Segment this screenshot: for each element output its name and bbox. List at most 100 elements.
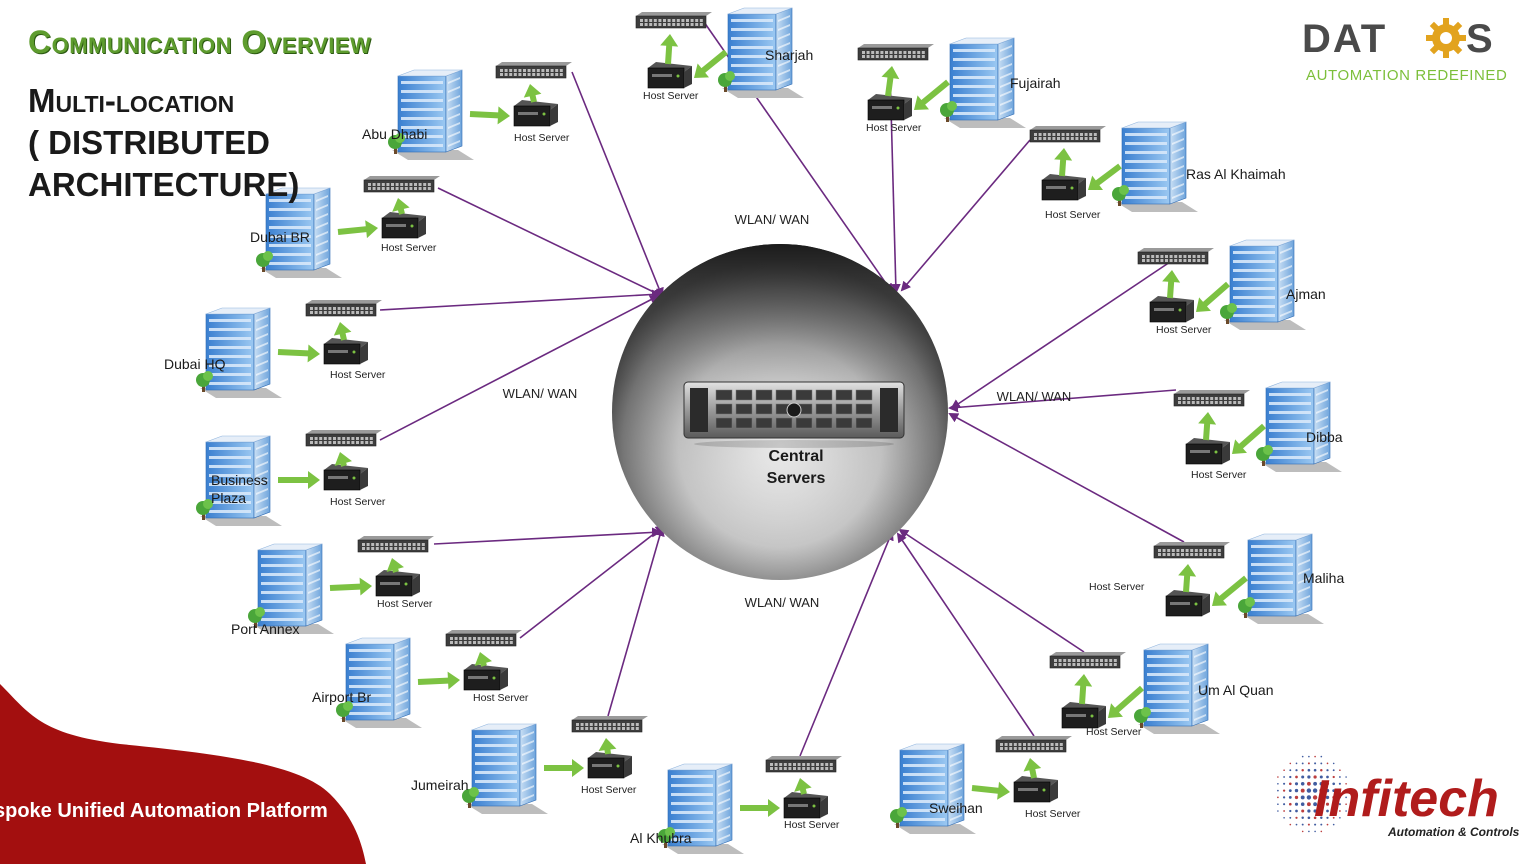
site-name-label: Fujairah	[1010, 75, 1061, 91]
site-name-label: Port Annex	[231, 621, 300, 637]
site-name-label: Abu Dhabi	[362, 126, 427, 142]
network-link-line	[433, 527, 662, 545]
subtitle-line: Multi-location	[28, 82, 235, 119]
green-arrow-icon	[386, 558, 404, 573]
building-icon	[718, 7, 804, 98]
host-server-label: Host Server	[784, 819, 840, 831]
green-arrow-icon	[1023, 758, 1042, 779]
network-switch-icon	[495, 62, 572, 79]
green-arrow-icon	[277, 344, 320, 363]
host-server-label: Host Server	[381, 242, 437, 254]
green-arrow-icon	[474, 652, 492, 667]
green-arrow-icon	[392, 198, 410, 215]
network-link-line	[571, 71, 664, 298]
subtitle-line: ( DISTRIBUTED	[28, 124, 270, 161]
host-server-icon	[513, 100, 558, 127]
network-link-line	[950, 261, 1171, 410]
site-name-label: Dubai BR	[250, 229, 310, 245]
host-server-icon	[1165, 590, 1210, 617]
host-server-icon	[323, 464, 368, 491]
rack-server-icon	[683, 381, 905, 448]
network-link-line	[379, 289, 662, 311]
network-switch-icon	[445, 630, 522, 647]
building-icon	[1134, 643, 1220, 734]
host-server-icon	[783, 792, 828, 819]
subtitle-line: ARCHITECTURE)	[28, 166, 300, 203]
building-icon	[336, 637, 422, 728]
green-arrow-icon	[333, 322, 352, 341]
host-server-icon	[463, 664, 508, 691]
network-switch-icon	[1173, 390, 1250, 407]
gear-icon	[1426, 18, 1466, 58]
site-name-label: Jumeirah	[411, 777, 469, 793]
network-link-line	[437, 187, 664, 298]
network-link-line	[896, 532, 1035, 737]
host-server-label: Host Server	[1156, 324, 1212, 336]
svg-text:S: S	[1466, 17, 1493, 61]
network-link-line	[948, 413, 1185, 543]
site-name-label: Ras Al Khaimah	[1186, 166, 1286, 182]
host-server-label: Host Server	[330, 369, 386, 381]
host-server-icon	[323, 338, 368, 365]
host-server-icon	[375, 570, 420, 597]
footer-swoosh	[0, 684, 366, 864]
network-switch-icon	[857, 44, 934, 61]
link-label: WLAN/ WAN	[997, 389, 1072, 404]
host-server-icon	[1013, 776, 1058, 803]
network-link-line	[607, 526, 665, 717]
host-server-label: Host Server	[1089, 581, 1145, 593]
site-name-label: Dibba	[1306, 429, 1343, 445]
site-node: Host Server Dubai HQ	[164, 300, 386, 398]
green-arrow-icon	[1162, 270, 1181, 299]
building-icon	[1112, 121, 1198, 212]
network-switch-icon	[1029, 126, 1106, 143]
site-name-label: Sharjah	[765, 47, 813, 63]
green-arrow-icon	[337, 220, 378, 239]
network-switch-icon	[305, 430, 382, 447]
network-switch-icon	[305, 300, 382, 317]
green-arrow-icon	[544, 759, 584, 777]
building-icon	[196, 307, 282, 398]
green-arrow-icon	[1088, 163, 1122, 190]
green-arrow-icon	[329, 577, 372, 596]
green-arrow-icon	[660, 34, 679, 65]
network-link-line	[799, 530, 894, 757]
infitech-logo: Infitech Automation & Controls	[1277, 755, 1520, 839]
network-switch-icon	[1049, 652, 1126, 669]
site-name-label: Dubai HQ	[164, 356, 226, 372]
building-icon	[388, 69, 474, 160]
page-subtitle: Multi-location ( DISTRIBUTED ARCHITECTUR…	[28, 80, 358, 206]
svg-text:DAT: DAT	[1302, 17, 1387, 61]
building-icon	[658, 763, 744, 854]
network-switch-icon	[635, 12, 712, 29]
green-arrow-icon	[523, 84, 542, 103]
building-icon	[1256, 381, 1342, 472]
host-server-icon	[1149, 296, 1194, 323]
building-icon	[462, 723, 548, 814]
network-link-line	[379, 295, 660, 441]
site-name-label: Sweihan	[929, 800, 983, 816]
network-link-line	[519, 524, 666, 639]
green-arrow-icon	[971, 781, 1010, 800]
network-link-line	[900, 139, 1031, 292]
site-name-label: Airport Br	[312, 689, 371, 705]
green-arrow-icon	[1212, 575, 1248, 606]
green-arrow-icon	[1196, 281, 1230, 312]
host-server-label: Host Server	[866, 122, 922, 134]
network-link-line	[948, 389, 1177, 413]
link-label: WLAN/ WAN	[735, 212, 810, 227]
network-switch-icon	[357, 536, 434, 553]
host-server-label: Host Server	[514, 132, 570, 144]
green-arrow-icon	[278, 471, 320, 489]
datos-logo: DAT S	[1302, 17, 1493, 61]
